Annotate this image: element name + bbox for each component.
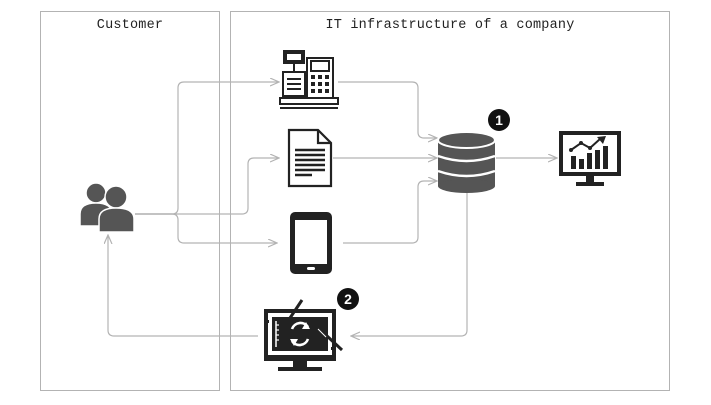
arrow-design-to-customer <box>108 236 258 337</box>
arrow-customer-to-register <box>135 82 278 215</box>
customer-panel <box>40 11 220 391</box>
infrastructure-panel <box>230 11 670 391</box>
arrow-database-to-design <box>352 190 468 336</box>
document-icon <box>287 128 333 188</box>
arrow-register-to-database <box>338 81 436 138</box>
analytics-monitor-icon <box>559 131 621 186</box>
svg-text:2: 2 <box>344 291 352 307</box>
design-monitor-icon <box>264 299 344 371</box>
arrow-customer-to-document <box>135 158 278 215</box>
svg-text:1: 1 <box>495 112 503 128</box>
infrastructure-panel-title: IT infrastructure of a company <box>325 18 575 33</box>
arrow-customer-to-tablet <box>135 213 276 243</box>
step-badge-1: 1 <box>488 109 510 131</box>
connectors <box>108 82 556 336</box>
tablet-icon <box>290 212 332 274</box>
cash-register-icon <box>279 50 339 109</box>
step-badge-2: 2 <box>337 288 359 310</box>
users-icon <box>79 182 135 233</box>
arrow-tablet-to-database <box>343 181 436 244</box>
customer-panel-title: Customer <box>96 18 164 33</box>
database-icon <box>437 131 496 193</box>
